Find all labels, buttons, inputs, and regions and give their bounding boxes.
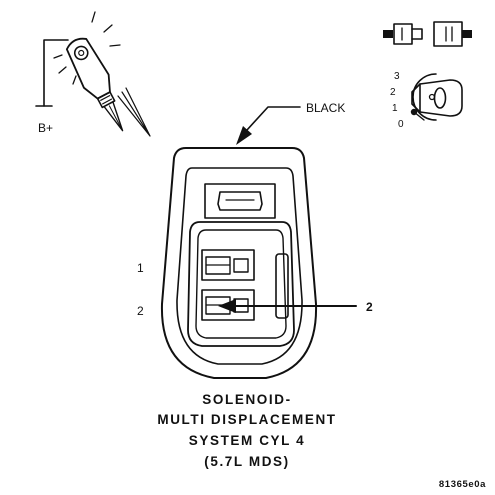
pin-label-1: 1 <box>137 261 144 275</box>
title-line-2: MULTI DISPLACEMENT <box>157 412 336 427</box>
terminal-pin-1 <box>201 249 255 281</box>
pin-callout-arrow <box>218 299 357 313</box>
key-position-1: 1 <box>392 103 398 114</box>
title-line-1: SOLENOID- <box>202 392 291 407</box>
title-line-4: (5.7L MDS) <box>204 454 290 469</box>
pin-label-2: 2 <box>137 304 144 318</box>
key-position-3: 3 <box>394 71 400 82</box>
key-position-0: 0 <box>398 119 404 130</box>
disconnect-connector-icon <box>383 21 472 47</box>
ignition-key-icon <box>410 73 463 121</box>
probe-label: B+ <box>38 121 53 135</box>
connector-body <box>160 147 318 379</box>
wire-color-callout <box>236 106 301 145</box>
title-line-3: SYSTEM CYL 4 <box>189 433 305 448</box>
key-position-2: 2 <box>390 87 396 98</box>
figure-code: 81365e0a <box>439 479 486 490</box>
callout-label: 2 <box>366 300 373 314</box>
test-light-probe-icon <box>35 11 151 137</box>
wire-color-label: BLACK <box>306 101 345 115</box>
